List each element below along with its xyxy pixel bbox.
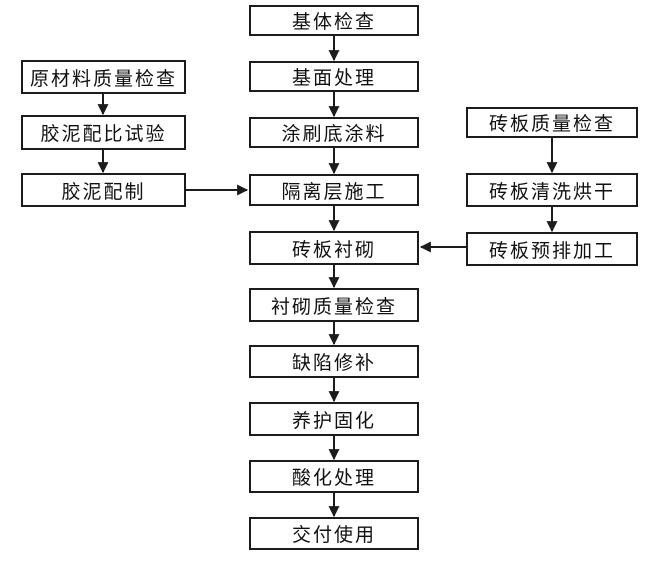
node-acidification-treatment: 酸化处理 [249,460,419,493]
node-brick-cleaning-drying: 砖板清洗烘干 [466,173,638,207]
node-curing: 养护固化 [249,402,419,436]
node-delivery: 交付使用 [249,517,419,550]
node-lining-quality-inspection: 衬砌质量检查 [249,288,419,322]
node-brick-quality-inspection: 砖板质量检查 [466,107,638,138]
node-cement-ratio-test: 胶泥配比试验 [21,115,186,150]
node-apply-primer: 涂刷底涂料 [249,117,419,148]
node-cement-preparation: 胶泥配制 [21,173,186,207]
node-brick-pre-arrangement: 砖板预排加工 [466,232,638,266]
node-raw-material-quality-inspection: 原材料质量检查 [21,60,186,94]
node-base-surface-treatment: 基面处理 [249,61,419,92]
node-base-inspection: 基体检查 [249,5,419,36]
node-brick-lining: 砖板衬砌 [249,231,419,265]
node-defect-repair: 缺陷修补 [249,345,419,378]
node-isolation-layer-construction: 隔离层施工 [249,174,419,206]
